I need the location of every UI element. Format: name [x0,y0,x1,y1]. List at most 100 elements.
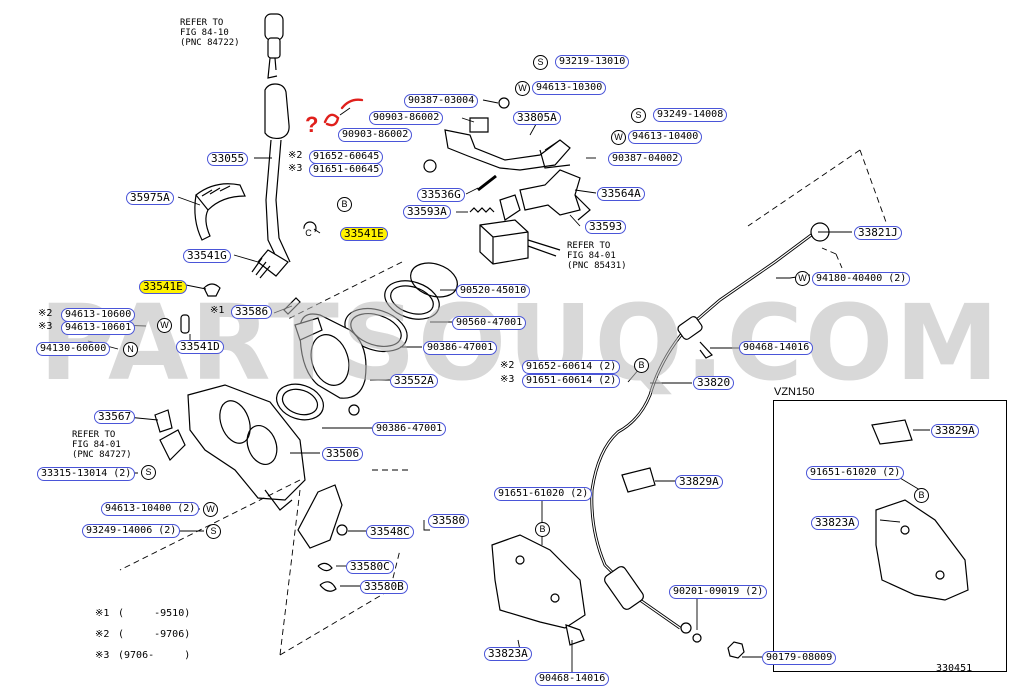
lever-housing-part [294,313,367,416]
part-label[interactable]: 33580B [360,580,408,594]
symbol-b-circle: B [337,197,352,212]
part-label[interactable]: 33506 [322,447,364,461]
symbol-c-label: C [302,227,315,240]
part-label[interactable]: 90468-14016 [739,341,814,355]
part-label[interactable]: 33541G [183,249,231,263]
part-label[interactable]: 94613-10300 [532,81,607,95]
part-label[interactable]: 94613-10400 (2) [101,502,200,516]
part-label[interactable]: 90201-09019 (2) [669,585,768,599]
part-label[interactable]: 33567 [94,410,136,424]
symbol-s-circle: S [206,524,221,539]
part-label[interactable]: 90560-47001 [452,316,527,330]
part-label[interactable]: 33820 [693,376,735,390]
footnote-text-2: ( -9706) [118,629,191,640]
part-label[interactable]: 33821J [854,226,902,240]
footnote-marker-3: ※3 [38,321,53,332]
part-label[interactable]: 33541D [176,340,224,354]
shift-knob-cable-part [264,13,284,79]
part-label[interactable]: 94613-10600 [61,308,136,322]
part-label[interactable]: 33593A [403,205,451,219]
detent-lever-part [297,484,348,592]
symbol-w-circle: W [203,502,218,517]
symbol-w-circle: W [611,130,626,145]
part-label[interactable]: 33548C [366,525,414,539]
part-label[interactable]: 93219-13010 [555,55,630,69]
part-label[interactable]: 93249-14008 [653,108,728,122]
part-label[interactable]: 33823A [484,647,532,661]
part-label[interactable]: 91651-60645 [309,163,384,177]
symbol-b-circle: B [634,358,649,373]
part-label[interactable]: 94130-60600 [36,342,111,356]
part-label[interactable]: 33564A [597,187,645,201]
symbol-w-circle: W [515,81,530,96]
part-label-highlighted[interactable]: 33541E [139,280,187,294]
symbol-w-circle: W [157,318,172,333]
part-label[interactable]: 91651-61020 (2) [806,466,905,480]
footnote-marker-2: ※2 [500,360,515,371]
part-label[interactable]: 91651-61020 (2) [494,487,593,501]
part-label[interactable]: 91652-60614 (2) [522,360,621,374]
part-label[interactable]: 33823A [811,516,859,530]
solenoid-part [479,219,561,265]
part-label[interactable]: 90903-86002 [369,111,444,125]
part-label[interactable]: 33536G [417,188,465,202]
part-label[interactable]: 33580 [428,514,470,528]
shift-cable-part [590,222,830,643]
shift-lever-part [251,83,291,279]
footnote-marker-2: ※2 [288,150,303,161]
part-label[interactable]: 93249-14006 (2) [82,524,181,538]
part-label[interactable]: 90386-47001 [372,422,447,436]
inset-frame [773,400,1007,672]
footnote-marker-3: ※3 [288,163,303,174]
annotation-question-mark: ? [305,112,319,137]
part-label-highlighted[interactable]: 33541E [340,227,388,241]
part-label[interactable]: 90387-03004 [404,94,479,108]
part-label[interactable]: 90387-04002 [608,152,683,166]
part-label[interactable]: 33055 [207,152,249,166]
red-annotation-stroke [323,98,364,127]
part-label[interactable]: 33552A [390,374,438,388]
symbol-n-circle: N [123,342,138,357]
footnote-mark-2: ※2 [95,629,110,640]
footnote-marker-3: ※3 [500,374,515,385]
figure-number: 330451 [936,663,973,674]
inset-title: VZN150 [774,386,815,398]
part-label[interactable]: 94180-40400 (2) [812,272,911,286]
part-label[interactable]: 90520-45010 [456,284,531,298]
footnote-marker-2: ※2 [38,308,53,319]
part-label[interactable]: 33593 [585,220,627,234]
reference-note-84727: REFER TO FIG 84-01 (PNC 84727) [72,430,132,460]
symbol-b-circle: B [535,522,550,537]
part-label[interactable]: 33829A [675,475,723,489]
part-label[interactable]: 94613-10601 [61,321,136,335]
part-label[interactable]: 33829A [931,424,979,438]
bracket-assembly-part [444,129,571,171]
symbol-w-circle: W [795,271,810,286]
reference-note-85431: REFER TO FIG 84-01 (PNC 85431) [567,241,627,271]
footnote-mark-3: ※3 [95,650,110,661]
part-label[interactable]: 91652-60645 [309,150,384,164]
symbol-b-circle: B [914,488,929,503]
footnote-mark-1: ※1 [95,608,110,619]
part-label[interactable]: 90386-47001 [423,341,498,355]
shift-boot-part [194,183,246,241]
part-label[interactable]: 90468-14016 [535,672,610,686]
inset-bracket-part [875,499,969,601]
part-label[interactable]: 33586 [231,305,273,319]
shift-base-part [187,384,306,511]
footnote-text-3: (9706- ) [118,650,191,661]
reference-note-84722: REFER TO FIG 84-10 (PNC 84722) [180,18,240,48]
part-label[interactable]: 33805A [513,111,561,125]
part-label[interactable]: 90903-86002 [338,128,413,142]
symbol-s-circle: S [533,55,548,70]
part-label[interactable]: 90179-08009 [762,651,837,665]
part-label[interactable]: 91651-60614 (2) [522,374,621,388]
part-label[interactable]: 35975A [126,191,174,205]
part-label[interactable]: 33315-13014 (2) [37,467,136,481]
part-label[interactable]: 33580C [346,560,394,574]
part-label[interactable]: 94613-10400 [628,130,703,144]
select-lever-part [499,169,591,221]
symbol-s-circle: S [631,108,646,123]
